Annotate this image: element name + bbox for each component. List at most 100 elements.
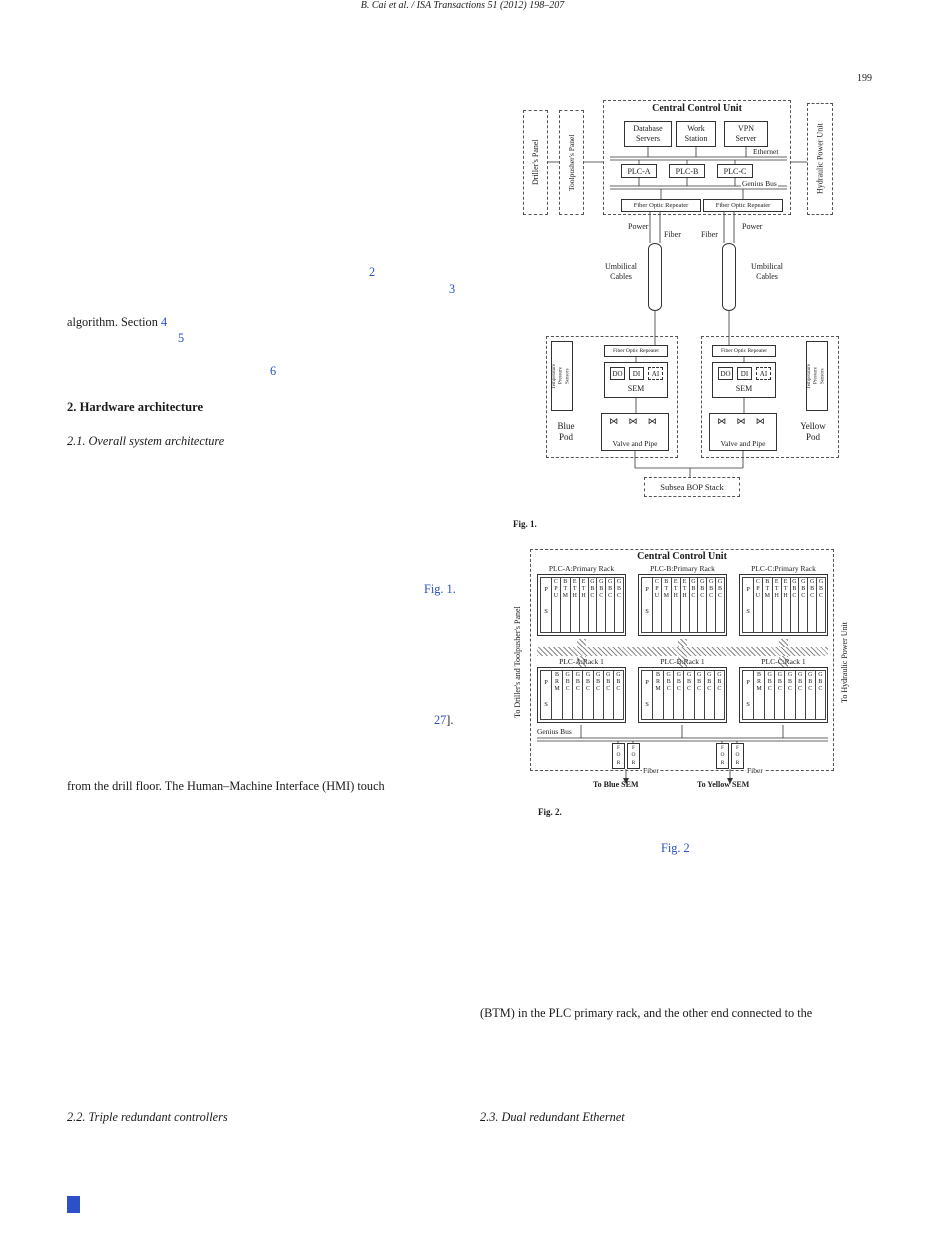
valve-and-pipe-box-blue: ⋈ ⋈ ⋈ Valve and Pipe — [601, 413, 669, 451]
fig2-genius-bus-label: Genius Bus — [537, 727, 572, 736]
rack-label: PLC-C:Rack 1 — [761, 657, 806, 666]
temperature-pressure-sensors-label: Temperature Pressure Sensors — [806, 363, 826, 389]
fiber-optic-repeater-box-2: Fiber Optic Repeater — [703, 199, 783, 212]
io-module: G B C — [814, 670, 826, 720]
body-text: algorithm. Section — [67, 315, 158, 329]
hatched-drop — [577, 639, 586, 647]
io-module: G B C — [614, 577, 624, 633]
fig2-caption: Fig. 2. — [538, 807, 562, 817]
to-blue-sem-label: To Blue SEM — [593, 780, 639, 789]
citation-link-3[interactable]: 3 — [449, 282, 456, 296]
fig1-reference-link[interactable]: Fig. 1. — [424, 582, 456, 596]
ccu-title: Central Control Unit — [652, 103, 742, 114]
body-text-drill-floor: from the drill floor. The Human–Machine … — [67, 779, 385, 793]
fiber-label-left: Fiber — [663, 230, 682, 239]
fig2-fiber-label-right: Fiber — [746, 766, 764, 775]
central-control-unit-box — [603, 100, 791, 215]
power-label-right: Power — [741, 222, 764, 231]
io-module: G B C — [816, 577, 826, 633]
io-module: G B C — [715, 577, 725, 633]
valve-symbols: ⋈ ⋈ ⋈ — [609, 416, 661, 426]
body-text-btm: (BTM) in the PLC primary rack, and the o… — [480, 1006, 813, 1020]
ethernet-label: Ethernet — [752, 147, 780, 156]
fig1-caption: Fig. 1. — [513, 519, 537, 529]
fig2-right-label: To Hydraulic Power Unit — [840, 622, 849, 703]
sem-box-yellow: DO DI AI SEM — [712, 362, 776, 398]
subsection-heading-overall-architecture: 2.1. Overall system architecture — [67, 434, 225, 448]
section-heading-hardware: 2. Hardware architecture — [67, 400, 204, 414]
for-module: F O R — [731, 743, 744, 769]
work-station-box: Work Station — [676, 121, 716, 147]
fiber-label-right: Fiber — [700, 230, 719, 239]
citation-link-5[interactable]: 5 — [178, 331, 185, 345]
hatched-drop — [577, 656, 586, 668]
yellow-pod-box — [701, 336, 839, 458]
body-text-line: algorithm. Section 4 — [67, 315, 167, 330]
toolpushers-panel-label: Toolpusher's Panel — [567, 134, 576, 191]
hatched-drop — [678, 639, 687, 647]
hydraulic-power-unit-label: Hydraulic Power Unit — [815, 123, 825, 195]
hatched-drop — [779, 656, 788, 668]
citation-link-4[interactable]: 4 — [160, 315, 168, 329]
temperature-pressure-sensors-box-right: Temperature Pressure Sensors — [806, 341, 828, 411]
rack-label: PLC-A:Primary Rack — [548, 564, 615, 573]
rack-label: PLC-C:Primary Rack — [751, 564, 816, 573]
citation-27-suffix: ]. — [446, 713, 454, 727]
sem-box-blue: DO DI AI SEM — [604, 362, 668, 398]
temperature-pressure-sensors-box-left: Temperature Pressure Sensors — [551, 341, 573, 411]
yellow-pod-label: Yellow Pod — [800, 421, 826, 443]
io-module: G B C — [612, 670, 624, 720]
page-number: 199 — [857, 73, 872, 84]
fig2-fiber-label-left: Fiber — [642, 766, 660, 775]
citation-link-27[interactable]: 27 — [434, 713, 447, 727]
vpn-server-box: VPN Server — [724, 121, 768, 147]
umbilical-cable-cylinder-left — [648, 243, 662, 311]
for-module: F O R — [716, 743, 729, 769]
do-module: DO — [718, 367, 733, 380]
hatched-bus-band — [537, 647, 828, 656]
fig2-central-control-unit-box — [530, 549, 834, 771]
valve-and-pipe-label: Valve and Pipe — [612, 439, 658, 448]
valve-and-pipe-box-yellow: ⋈ ⋈ ⋈ Valve and Pipe — [709, 413, 777, 451]
umbilical-cable-cylinder-right — [722, 243, 736, 311]
hydraulic-power-unit-box: Hydraulic Power Unit — [807, 103, 833, 215]
citation-link-6[interactable]: 6 — [270, 364, 277, 378]
fig2-reference-link[interactable]: Fig. 2 — [661, 841, 690, 855]
hatched-drop — [678, 656, 687, 668]
umbilical-cables-label-left: Umbilical Cables — [605, 262, 637, 281]
di-module: DI — [629, 367, 644, 380]
sem-label: SEM — [735, 384, 753, 393]
toolpushers-panel-box: Toolpusher's Panel — [559, 110, 584, 215]
di-module: DI — [737, 367, 752, 380]
database-servers-box: Database Servers — [624, 121, 672, 147]
sem-label: SEM — [627, 384, 645, 393]
subsea-bop-stack-box: Subsea BOP Stack — [644, 477, 740, 497]
blue-pod-label: Blue Pod — [557, 421, 575, 443]
plc-a-box: PLC-A — [621, 164, 657, 178]
subsection-heading-triple-redundant: 2.2. Triple redundant controllers — [67, 1110, 228, 1124]
drillers-panel-label: Driller's Panel — [531, 139, 540, 186]
blue-mark — [67, 1196, 80, 1213]
fiber-optic-repeater-box-1: Fiber Optic Repeater — [621, 199, 701, 212]
temperature-pressure-sensors-label: Temperature Pressure Sensors — [551, 363, 571, 389]
fig2-left-label: To Driller's and Toolpusher's Panel — [513, 606, 522, 719]
citation-link-2[interactable]: 2 — [369, 265, 376, 279]
umbilical-cables-label-right: Umbilical Cables — [751, 262, 783, 281]
genius-bus-label: Genius Bus — [741, 179, 778, 188]
subsection-heading-dual-redundant: 2.3. Dual redundant Ethernet — [480, 1110, 625, 1124]
ai-module: AI — [648, 367, 663, 380]
plc-b-box: PLC-B — [669, 164, 705, 178]
rack-label: PLC-B:Rack 1 — [660, 657, 705, 666]
subsea-bop-stack-label: Subsea BOP Stack — [660, 482, 724, 492]
for-module: F O R — [627, 743, 640, 769]
